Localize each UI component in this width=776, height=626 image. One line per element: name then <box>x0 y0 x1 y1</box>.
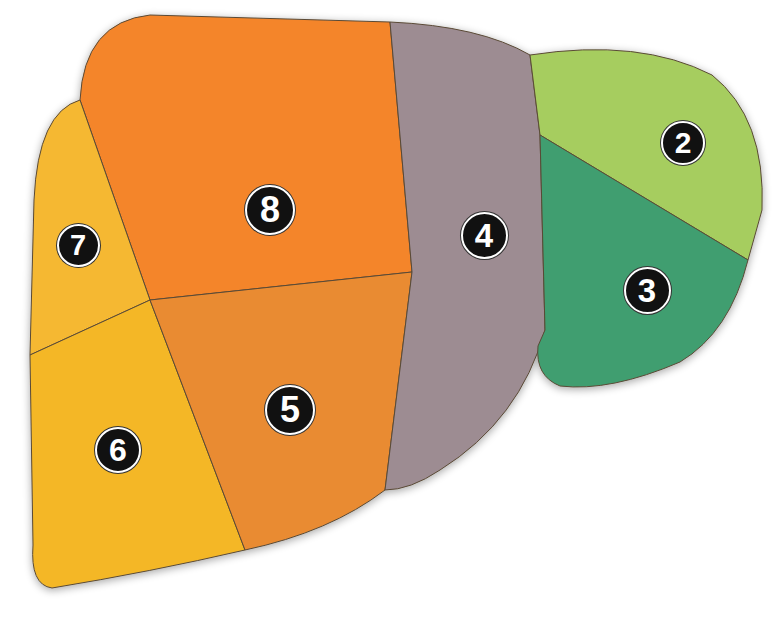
callout-text: 4 <box>475 219 493 252</box>
callout-number: 3 <box>624 267 671 314</box>
callout-text: 6 <box>109 434 127 466</box>
callout-text: 5 <box>280 392 300 428</box>
callout-number: 6 <box>95 427 141 473</box>
segment-4 <box>385 22 545 490</box>
segment-3 <box>538 135 748 387</box>
callout-number: 5 <box>265 385 315 435</box>
callout-text: 8 <box>260 192 280 228</box>
callout-text: 3 <box>638 274 656 307</box>
callout-text: 7 <box>70 231 86 260</box>
callout-number: 2 <box>661 121 705 165</box>
callout-text: 2 <box>675 128 692 158</box>
callout-number: 8 <box>245 185 295 235</box>
callout-number: 7 <box>57 224 100 267</box>
segment-5 <box>150 272 412 550</box>
callout-number: 4 <box>461 212 508 259</box>
